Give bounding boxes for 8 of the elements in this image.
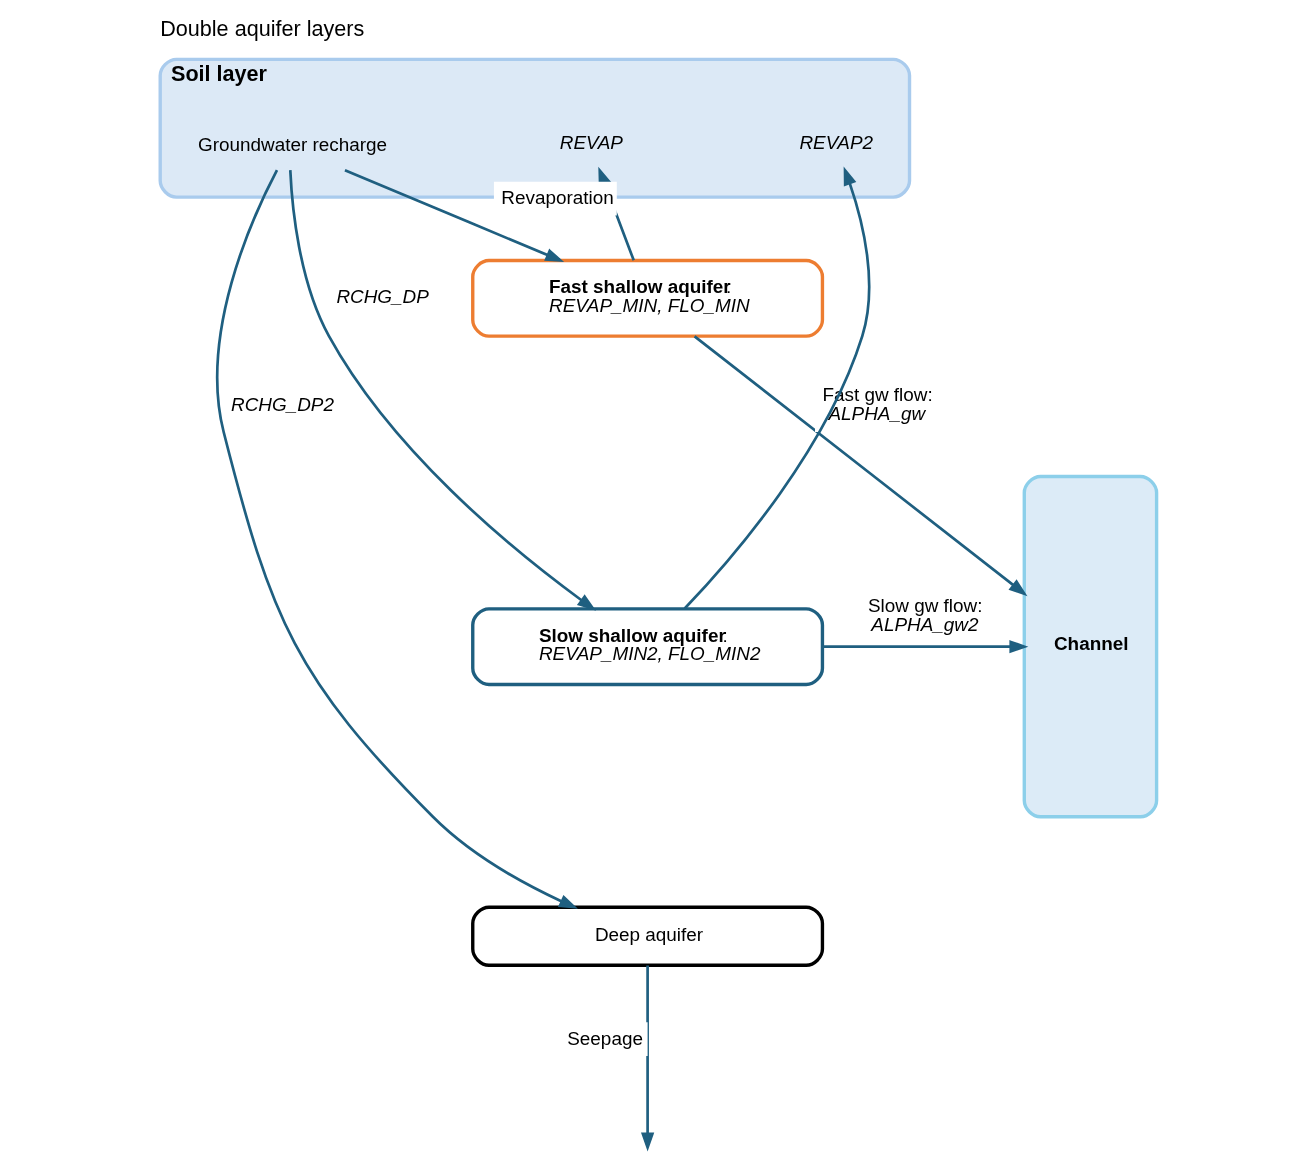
node-text: REVAP2 <box>799 132 874 154</box>
edge-label: RCHG_DP2 <box>231 393 334 415</box>
node-text: REVAP <box>559 132 623 154</box>
diagram-title: Double aquifer layers <box>160 16 365 42</box>
edge-label: Seepage <box>567 1027 643 1049</box>
edge-label: RCHG_DP <box>336 285 429 307</box>
node-text: Groundwater recharge <box>198 133 388 155</box>
edge-label: Slow gw flow: ALPHA_gw2 <box>868 594 983 635</box>
